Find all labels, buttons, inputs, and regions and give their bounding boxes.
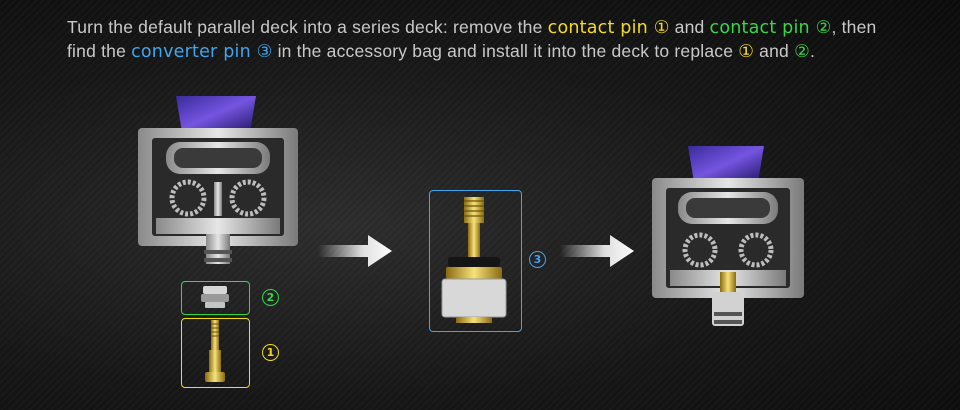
contact-pin-2-badge: 2 <box>262 289 279 306</box>
contact-pin-1-label: contact pin ① <box>547 18 670 38</box>
arrow-right-icon <box>318 235 392 267</box>
converter-pin-label: converter pin ③ <box>131 42 273 62</box>
contact-pin-1-badge: 1 <box>262 344 279 361</box>
series-deck-illustration <box>652 146 804 326</box>
contact-pin-1-box <box>181 318 250 388</box>
contact-pin-2-image <box>201 286 229 308</box>
parallel-deck-illustration <box>138 96 298 264</box>
converter-pin-badge: 3 <box>529 251 546 268</box>
caption-line-1: Turn the default parallel deck into a se… <box>67 16 947 40</box>
arrow-right-icon <box>560 235 634 267</box>
converter-pin-image <box>441 197 507 323</box>
caption-text: . <box>809 41 816 61</box>
converter-pin-box <box>429 190 522 332</box>
caption-text: and <box>754 41 795 61</box>
caption-text: Turn the default parallel deck into a se… <box>67 17 548 37</box>
contact-pin-2-label: contact pin ② <box>709 18 832 38</box>
instruction-caption: Turn the default parallel deck into a se… <box>67 16 947 64</box>
ref-marker-1: ① <box>738 42 755 62</box>
caption-text: , then <box>831 17 877 37</box>
caption-text: and <box>669 17 710 37</box>
ref-marker-2: ② <box>794 42 810 62</box>
caption-text: find the <box>67 41 132 61</box>
caption-text: in the accessory bag and install it into… <box>272 41 739 61</box>
contact-pin-1-image <box>205 320 225 382</box>
contact-pin-2-box <box>181 281 250 315</box>
caption-line-2: find the converter pin ③ in the accessor… <box>67 40 947 64</box>
